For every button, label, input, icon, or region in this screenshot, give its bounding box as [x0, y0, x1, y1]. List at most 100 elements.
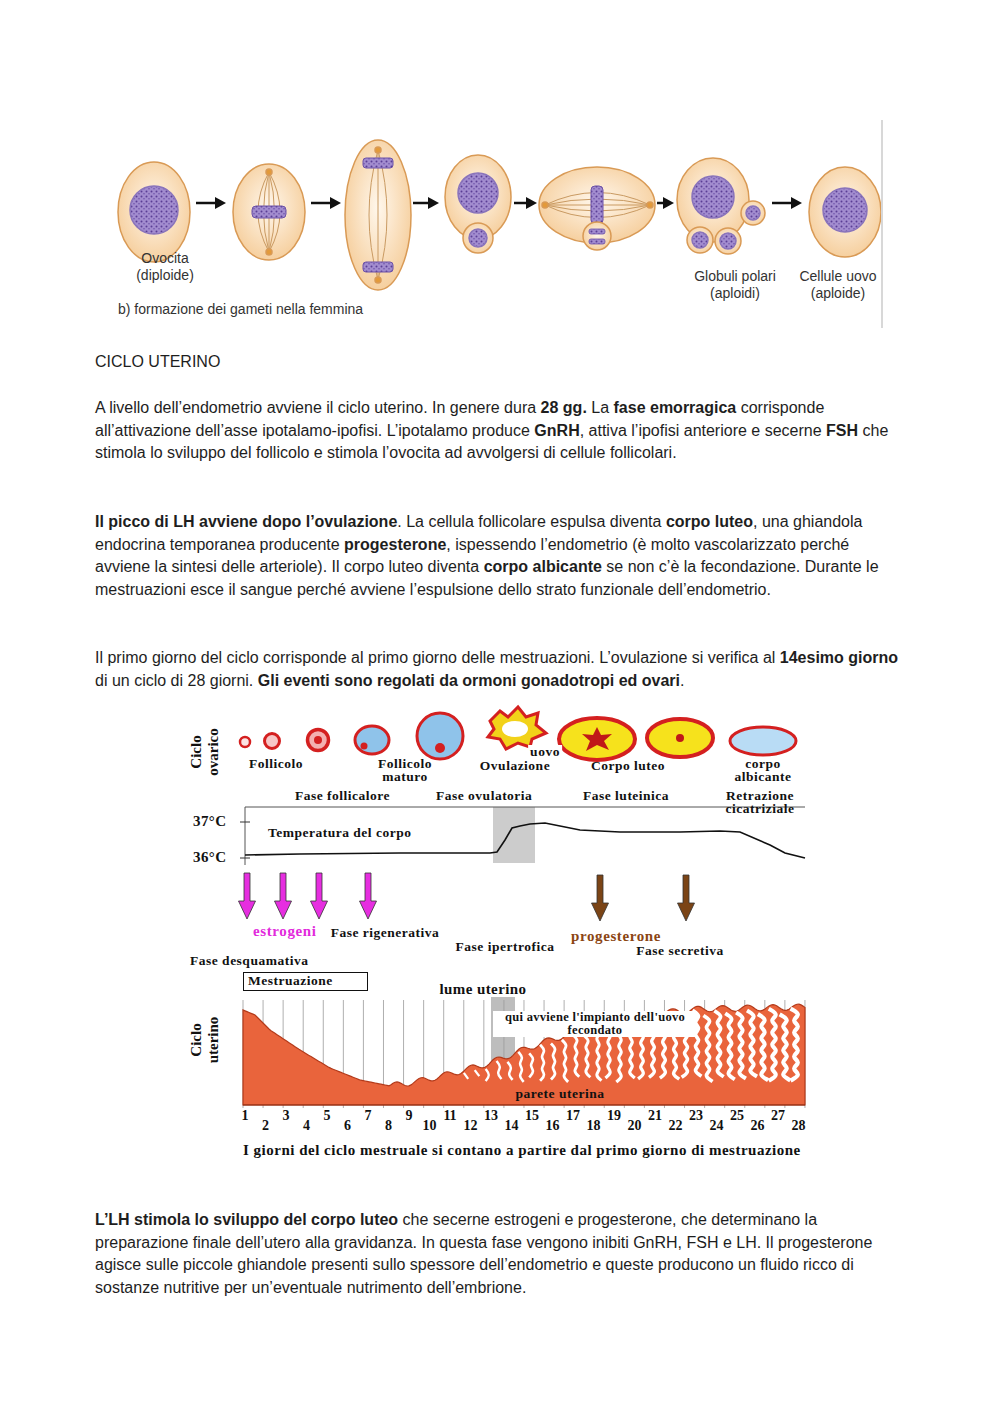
endometrium	[243, 1004, 805, 1105]
paragraph: A livello dell’endometrio avviene il cic…	[95, 397, 907, 465]
day-number: 21	[648, 1109, 662, 1123]
figure-caption: b) formazione dei gameti nella femmina	[118, 301, 363, 318]
day-number: 1	[242, 1109, 249, 1123]
day-number: 7	[365, 1109, 372, 1123]
meiosis-figure	[118, 140, 881, 290]
day-number: 25	[730, 1109, 744, 1123]
body-text: La	[587, 399, 614, 416]
region-label: lume uterino	[440, 981, 527, 997]
gland	[714, 1011, 723, 1077]
day-number: 17	[566, 1109, 580, 1123]
phase-label: Fase ovulatoria	[436, 789, 532, 802]
phase-label: Fase ipertrofica	[453, 940, 558, 953]
figure-label: Globuli polari (aploidi)	[680, 268, 790, 302]
baseline	[243, 1104, 805, 1105]
gland	[703, 1015, 712, 1081]
gland	[518, 1052, 523, 1082]
gland	[507, 1062, 512, 1080]
paragraph: L’LH stimola lo sviluppo del corpo luteo…	[95, 1209, 907, 1299]
day-number: 18	[587, 1119, 601, 1133]
day-number: 11	[443, 1109, 456, 1123]
stage-label: uovo	[528, 745, 562, 758]
bold-text: GnRH	[534, 422, 579, 439]
step-arrows	[196, 197, 802, 209]
day-number: 6	[344, 1119, 351, 1133]
bold-text: progesterone	[344, 536, 446, 553]
day-number: 23	[689, 1109, 703, 1123]
phase-label: Fase rigenerativa	[328, 926, 443, 939]
day-number: 24	[710, 1119, 724, 1133]
progesterone-arrows	[592, 875, 695, 921]
phase-label: Retrazione cicatriziale	[695, 789, 825, 815]
label-box: Mestruazione	[243, 972, 368, 991]
phase-label: Fase desquamativa	[190, 954, 308, 967]
day-number: 8	[385, 1119, 392, 1133]
day-number: 15	[525, 1109, 539, 1123]
day-number: 2	[262, 1119, 269, 1133]
paragraph: Il primo giorno del ciclo corrisponde al…	[95, 647, 907, 692]
body-text: , attiva l’ipofisi anteriore e secerne	[580, 422, 826, 439]
body-text: A livello dell’endometrio avviene il cic…	[95, 399, 541, 416]
gland	[573, 1035, 580, 1077]
stage-label: Follicolo maturo	[355, 757, 455, 783]
bold-text: fase emorragica	[614, 399, 737, 416]
day-number: 10	[423, 1119, 437, 1133]
endometrium-layer	[243, 1004, 805, 1105]
box-label: Mestruazione	[248, 973, 333, 988]
bold-text: corpo albicante	[484, 558, 602, 575]
gland	[747, 1011, 757, 1077]
day-number: 3	[283, 1109, 290, 1123]
gland	[584, 1035, 591, 1077]
hormone-label: progesterone	[571, 928, 661, 944]
day-number: 27	[771, 1109, 785, 1123]
day-number: 5	[324, 1109, 331, 1123]
day-number: 19	[607, 1109, 621, 1123]
day-number: 14	[505, 1119, 519, 1133]
stage-label: Ovulazione	[480, 759, 550, 772]
chart-caption: I giorni del ciclo mestruale si contano …	[243, 1141, 818, 1159]
day-number: 20	[628, 1119, 642, 1133]
gland	[529, 1053, 533, 1077]
bold-text: FSH	[826, 422, 858, 439]
day-number: 12	[464, 1119, 478, 1133]
axis-label: Ciclo uterino	[188, 1005, 222, 1075]
gland	[605, 1030, 610, 1078]
body-text: Il primo giorno del ciclo corrisponde al…	[95, 649, 780, 666]
bold-text: L’LH stimola lo sviluppo del corpo luteo	[95, 1211, 398, 1228]
day-number: 4	[303, 1119, 310, 1133]
gland	[769, 1009, 776, 1081]
temperature-panel	[240, 807, 805, 865]
gland	[725, 1013, 735, 1079]
gland	[540, 1045, 544, 1081]
bold-text: Gli eventi sono regolati da ormoni gonad…	[258, 672, 680, 689]
hormone-label: estrogeni	[253, 923, 316, 939]
stage-label: Corpo luteo	[591, 759, 665, 772]
gland	[486, 1069, 489, 1081]
body-text: di un ciclo di 28 giorni.	[95, 672, 258, 689]
day-number: 22	[669, 1119, 683, 1133]
phase-label: Fase luteinica	[583, 789, 669, 802]
paragraph: Il picco di LH avviene dopo l’ovulazione…	[95, 511, 907, 601]
axis-tick: 36°C	[193, 849, 226, 865]
gland	[758, 1014, 768, 1080]
figure-border	[881, 120, 883, 328]
day-grid	[243, 1000, 805, 1108]
axis-label: Ciclo ovarico	[188, 717, 222, 787]
bold-text: corpo luteo	[666, 513, 753, 530]
bold-text: 14esimo giorno	[780, 649, 898, 666]
ovary-icons	[240, 707, 796, 760]
day-number: 26	[751, 1119, 765, 1133]
day-number: 16	[546, 1119, 560, 1133]
body-text: .	[680, 672, 684, 689]
day-number: 13	[484, 1109, 498, 1123]
figure-label: Cellule uovo (aploide)	[791, 268, 886, 302]
gland	[780, 1014, 791, 1080]
note-label: qui avviene l'impianto dell'uovo feconda…	[493, 1011, 697, 1037]
day-number: 28	[792, 1119, 806, 1133]
gland	[562, 1040, 568, 1082]
gland	[551, 1044, 555, 1080]
section-title: CICLO UTERINO	[95, 351, 220, 374]
estrogen-arrows	[239, 873, 377, 919]
phase-label: Fase follicalore	[295, 789, 390, 802]
